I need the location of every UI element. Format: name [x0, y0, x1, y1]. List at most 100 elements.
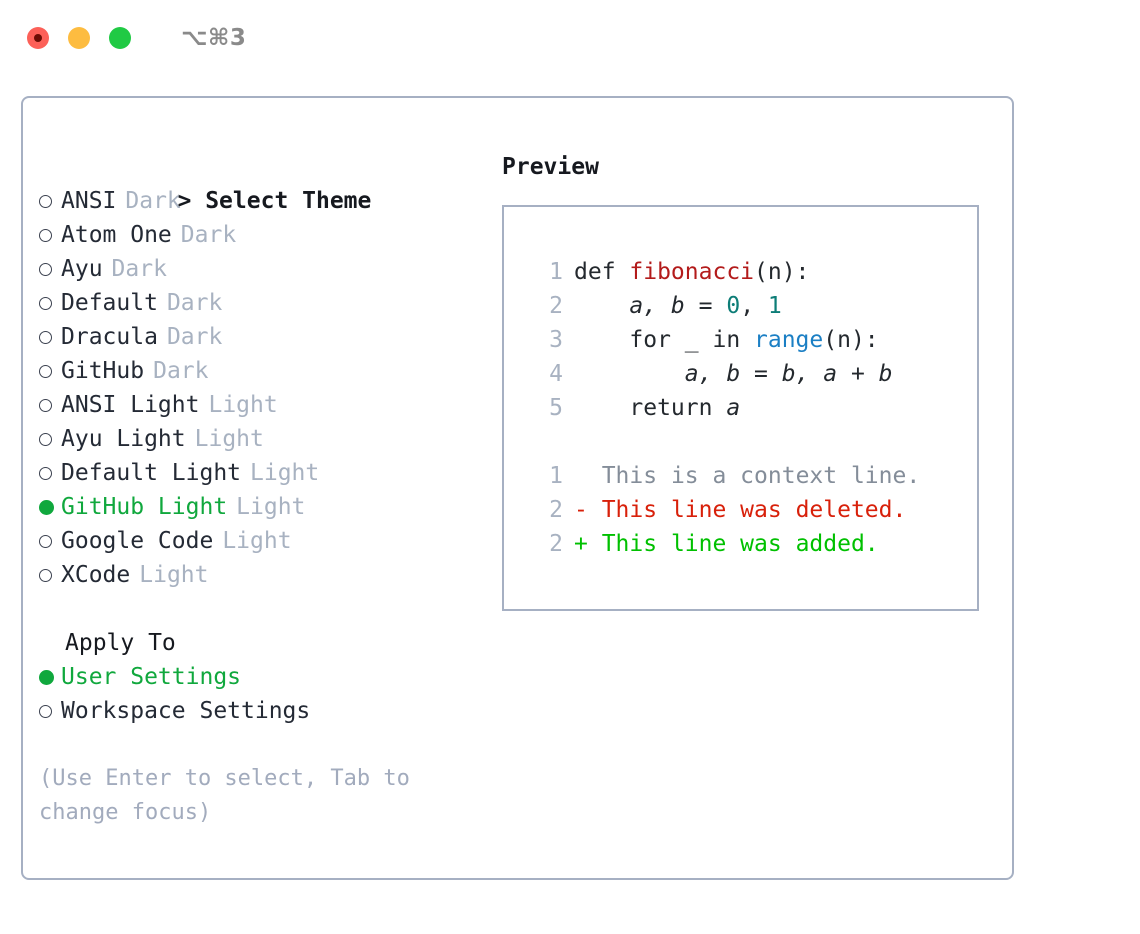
- theme-option-xcode[interactable]: XCode Light: [39, 558, 479, 592]
- code-token-var: a, b: [629, 293, 685, 319]
- diff-line-ctx: 1 This is a context line.: [504, 459, 977, 493]
- theme-variant-badge: Light: [236, 494, 306, 520]
- apply-to-option-user-settings[interactable]: User Settings: [39, 660, 479, 694]
- radio-selected-icon: [39, 669, 61, 685]
- theme-option-label: Dracula: [61, 324, 158, 350]
- window-title: ⌥⌘3: [181, 25, 247, 51]
- code-line-content: for _ in range(n):: [574, 323, 878, 357]
- theme-option-ansi[interactable]: ANSI Dark: [39, 184, 479, 218]
- theme-variant-badge: Dark: [166, 290, 223, 316]
- code-token-plain: for _ in: [574, 327, 755, 353]
- radio-selected-icon: [39, 499, 61, 515]
- theme-variant-badge: Light: [139, 562, 209, 588]
- line-number: 1: [549, 463, 563, 489]
- theme-option-dracula[interactable]: Dracula Dark: [39, 320, 479, 354]
- radio-unselected-icon: [39, 466, 61, 480]
- radio-glyph: [39, 432, 52, 446]
- code-line-content: def fibonacci(n):: [574, 255, 809, 289]
- radio-glyph: [39, 398, 52, 412]
- title-bar: ⌥⌘3: [0, 0, 1140, 76]
- radio-unselected-icon: [39, 432, 61, 446]
- radio-glyph: [39, 534, 52, 548]
- maximize-button[interactable]: [109, 27, 131, 49]
- code-token-kw: def: [574, 259, 630, 285]
- theme-option-github-light[interactable]: GitHub Light Light: [39, 490, 479, 524]
- keyboard-hint: (Use Enter to select, Tab to change focu…: [39, 766, 424, 825]
- apply-to-option-label: User Settings: [61, 664, 242, 690]
- code-line: 1 def fibonacci(n):: [504, 255, 977, 289]
- apply-to-option-workspace-settings[interactable]: Workspace Settings: [39, 694, 479, 728]
- code-spacer: [504, 425, 977, 459]
- theme-option-label: Google Code: [61, 528, 214, 554]
- diff-sample: 1 This is a context line.2- This line wa…: [504, 459, 977, 561]
- theme-variant-badge: Light: [222, 528, 292, 554]
- theme-option-label: ANSI Light: [61, 392, 200, 418]
- diff-text: This line was added.: [587, 531, 879, 557]
- code-token-plain: ,: [740, 293, 768, 319]
- theme-option-label: GitHub: [61, 358, 145, 384]
- minimize-button[interactable]: [68, 27, 90, 49]
- line-number: 1: [549, 259, 563, 285]
- diff-line-add: 2 + This line was added.: [504, 527, 977, 561]
- diff-marker: [574, 463, 588, 489]
- diff-line-content: This is a context line.: [574, 459, 921, 493]
- radio-glyph: [39, 296, 52, 310]
- line-number: 2: [549, 293, 563, 319]
- theme-variant-badge: Dark: [111, 256, 167, 282]
- radio-glyph: [39, 262, 52, 276]
- theme-option-google-code[interactable]: Google Code Light: [39, 524, 479, 558]
- code-line: 2 a, b = 0, 1: [504, 289, 977, 323]
- radio-unselected-icon: [39, 194, 61, 208]
- code-line-content: return a: [574, 391, 740, 425]
- diff-line-del: 2- This line was deleted.: [504, 493, 977, 527]
- line-number: 2: [549, 531, 563, 557]
- diff-marker: -: [574, 497, 588, 523]
- radio-unselected-icon: [39, 262, 61, 276]
- theme-option-label: ANSI: [61, 188, 117, 214]
- code-line-content: a, b = 0, 1: [574, 289, 782, 323]
- radio-glyph: [39, 330, 52, 344]
- code-line: 5 return a: [504, 391, 977, 425]
- radio-unselected-icon: [39, 568, 61, 582]
- radio-glyph: [39, 704, 52, 718]
- theme-option-label: Ayu Light: [61, 426, 186, 452]
- diff-text: This is a context line.: [587, 463, 921, 489]
- radio-glyph: [39, 228, 52, 242]
- recording-indicator-icon: [34, 34, 42, 42]
- focus-caret-icon: >: [177, 188, 192, 214]
- apply-to-option-label: Workspace Settings: [61, 698, 311, 724]
- theme-option-label: Default Light: [61, 460, 242, 486]
- close-button[interactable]: [27, 27, 49, 49]
- diff-line-content: + This line was added.: [574, 527, 879, 561]
- theme-variant-badge: Dark: [166, 324, 223, 350]
- code-token-num: 1: [767, 293, 782, 319]
- code-line-content: a, b = b, a + b: [574, 357, 893, 391]
- code-token-call: range: [754, 327, 824, 353]
- code-token-var: b, a + b: [781, 361, 893, 387]
- code-token-plain: (n):: [754, 259, 810, 285]
- line-number: 3: [549, 327, 563, 353]
- radio-glyph: [39, 669, 54, 685]
- code-line: 3 for _ in range(n):: [504, 323, 977, 357]
- code-token-plain: [574, 293, 629, 319]
- theme-variant-badge: Dark: [125, 188, 181, 214]
- radio-unselected-icon: [39, 398, 61, 412]
- theme-option-label: XCode: [61, 562, 131, 588]
- apply-to-heading: Apply To: [65, 630, 176, 656]
- preview-heading: Preview: [502, 154, 599, 180]
- diff-text: This line was deleted.: [587, 497, 907, 523]
- code-line: 4 a, b = b, a + b: [504, 357, 977, 391]
- radio-glyph: [39, 194, 52, 208]
- theme-option-label: GitHub Light: [61, 494, 228, 520]
